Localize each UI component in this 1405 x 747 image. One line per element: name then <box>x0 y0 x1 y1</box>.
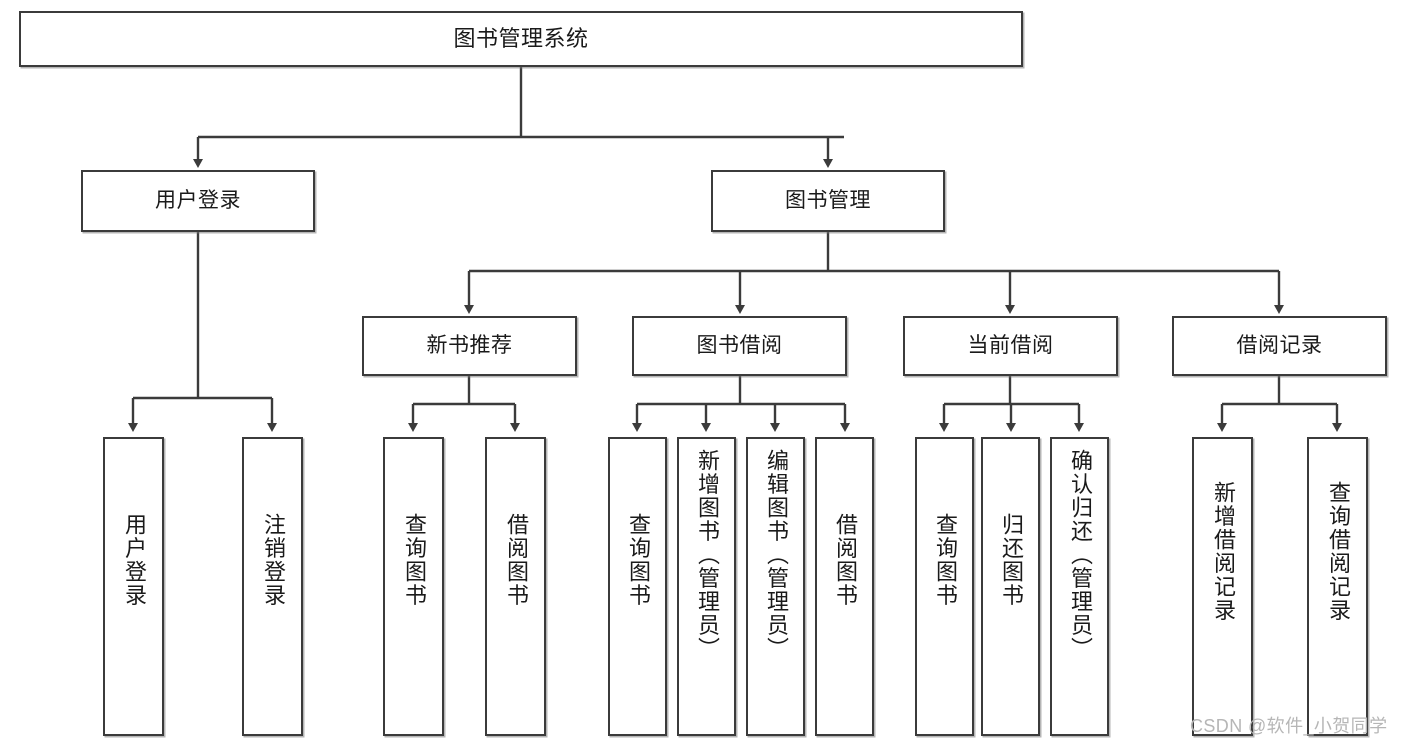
leaf-user-login[interactable]: 用户登录 <box>103 437 164 736</box>
node-book-management[interactable]: 图书管理 <box>711 170 945 232</box>
node-borrow-record[interactable]: 借阅记录 <box>1172 316 1387 376</box>
leaf-edit-book-admin[interactable]: 编辑图书（管理员） <box>746 437 805 736</box>
node-new-book-recommend[interactable]: 新书推荐 <box>362 316 577 376</box>
node-label: 查询图书 <box>932 513 958 607</box>
node-label: 确认归还（管理员） <box>1067 449 1093 661</box>
leaf-confirm-return-admin[interactable]: 确认归还（管理员） <box>1050 437 1109 736</box>
leaf-query-book-1[interactable]: 查询图书 <box>383 437 444 736</box>
leaf-query-book-2[interactable]: 查询图书 <box>608 437 667 736</box>
leaf-query-book-3[interactable]: 查询图书 <box>915 437 974 736</box>
leaf-return-book[interactable]: 归还图书 <box>981 437 1040 736</box>
node-label: 查询图书 <box>625 513 651 607</box>
node-label: 用户登录 <box>155 188 241 212</box>
node-label: 借阅图书 <box>832 513 858 607</box>
watermark-text: CSDN @软件_小贺同学 <box>1190 716 1388 736</box>
node-label: 新增图书（管理员） <box>694 449 720 661</box>
leaf-query-borrow-record[interactable]: 查询借阅记录 <box>1307 437 1368 736</box>
node-label: 注销登录 <box>260 513 286 607</box>
leaf-borrow-book-2[interactable]: 借阅图书 <box>815 437 874 736</box>
node-label: 用户登录 <box>121 513 147 607</box>
node-label: 借阅记录 <box>1236 333 1323 357</box>
leaf-logout-login[interactable]: 注销登录 <box>242 437 303 736</box>
leaf-borrow-book-1[interactable]: 借阅图书 <box>485 437 546 736</box>
node-label: 归还图书 <box>998 513 1024 607</box>
node-label: 借阅图书 <box>503 513 529 607</box>
node-current-borrow[interactable]: 当前借阅 <box>903 316 1118 376</box>
node-label: 查询图书 <box>401 513 427 607</box>
leaf-add-borrow-record[interactable]: 新增借阅记录 <box>1192 437 1253 736</box>
node-label: 当前借阅 <box>967 333 1054 357</box>
node-label: 新增借阅记录 <box>1210 481 1236 622</box>
node-user-login[interactable]: 用户登录 <box>81 170 315 232</box>
node-label: 查询借阅记录 <box>1325 481 1351 622</box>
node-root-system[interactable]: 图书管理系统 <box>19 11 1023 67</box>
node-label: 图书管理系统 <box>453 26 589 52</box>
node-label: 新书推荐 <box>426 333 513 357</box>
node-label: 编辑图书（管理员） <box>763 449 789 661</box>
node-label: 图书管理 <box>785 188 871 212</box>
node-label: 图书借阅 <box>696 333 783 357</box>
node-book-borrow[interactable]: 图书借阅 <box>632 316 847 376</box>
leaf-add-book-admin[interactable]: 新增图书（管理员） <box>677 437 736 736</box>
